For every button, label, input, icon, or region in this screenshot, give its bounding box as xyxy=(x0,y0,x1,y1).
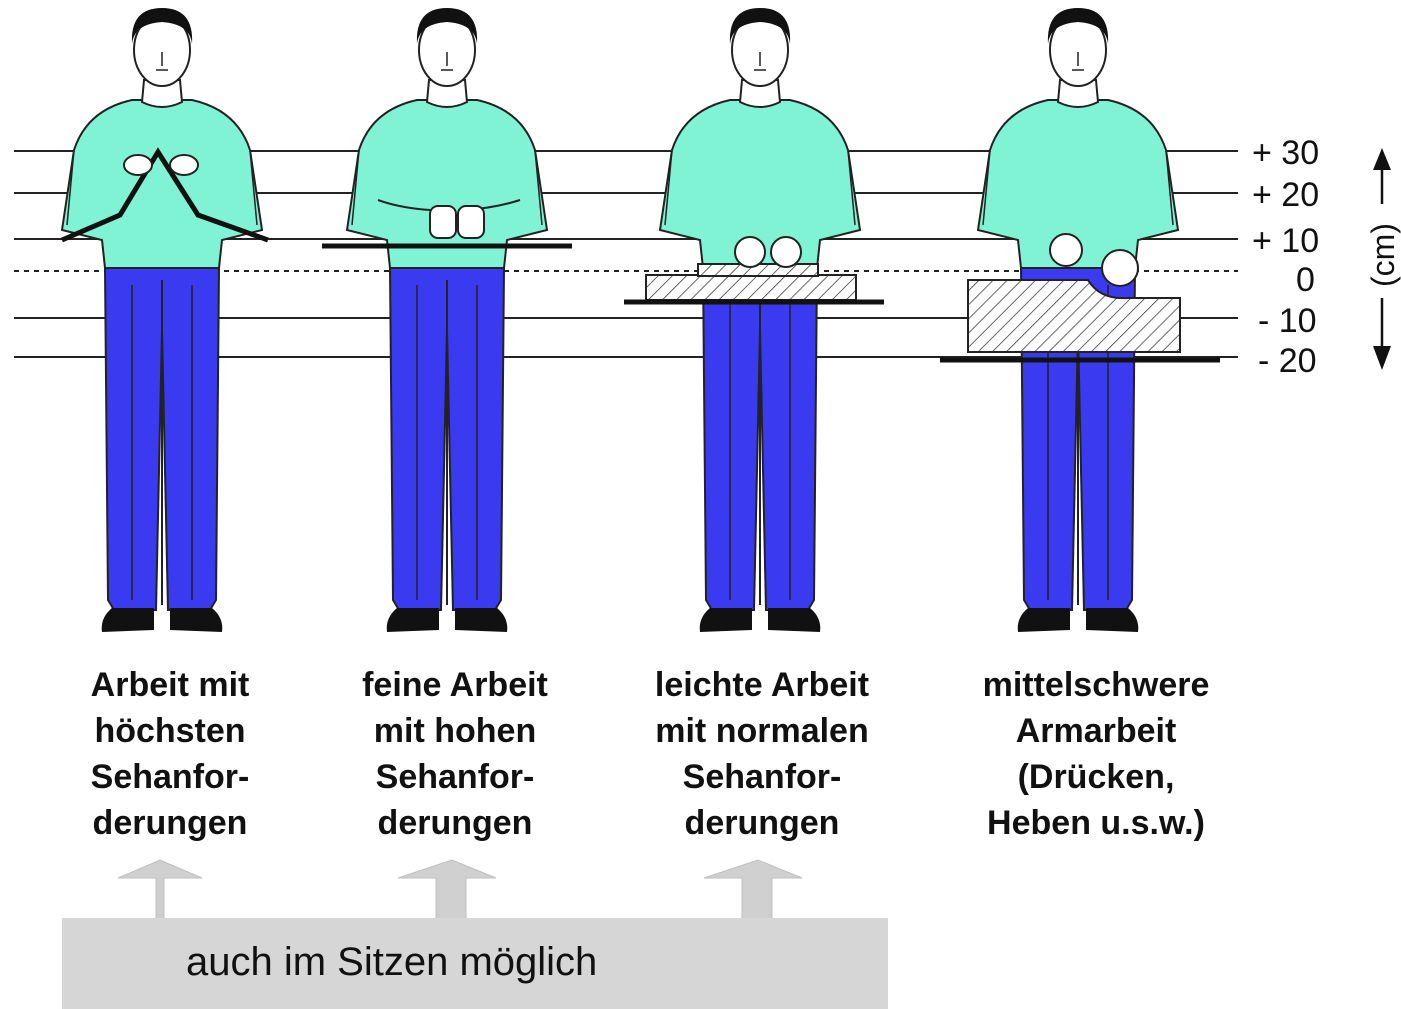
caption-3-line-2: mit normalen xyxy=(632,708,892,754)
caption-column-2: feine Arbeit mit hohen Sehanfor- derunge… xyxy=(325,662,585,846)
worker-figure-2 xyxy=(347,8,547,632)
caption-2-line-4: derungen xyxy=(325,800,585,846)
work-surface-4 xyxy=(940,234,1220,360)
scale-label-plus-10: + 10 xyxy=(1252,222,1319,260)
work-surface-3 xyxy=(624,237,884,302)
caption-1-line-3: Sehanfor- xyxy=(40,754,300,800)
up-arrow-icon-1 xyxy=(118,860,202,922)
up-arrow-icon-3 xyxy=(704,860,802,922)
caption-3-line-1: leichte Arbeit xyxy=(632,662,892,708)
caption-1-line-1: Arbeit mit xyxy=(40,662,300,708)
unit-arrow-down-icon xyxy=(1373,346,1391,370)
unit-arrow-up-icon xyxy=(1373,148,1391,170)
scale-label-minus-10: - 10 xyxy=(1258,302,1317,340)
caption-4-line-2: Armarbeit xyxy=(966,708,1226,754)
unit-axis: (cm) xyxy=(1365,148,1401,370)
caption-1-line-2: höchsten xyxy=(40,708,300,754)
worker-figure-1 xyxy=(62,8,262,632)
scale-label-minus-20: - 20 xyxy=(1258,342,1317,380)
sitting-note-box: auch im Sitzen möglich xyxy=(62,918,888,1009)
caption-2-line-3: Sehanfor- xyxy=(325,754,585,800)
caption-2-line-1: feine Arbeit xyxy=(325,662,585,708)
caption-column-3: leichte Arbeit mit normalen Sehanfor- de… xyxy=(632,662,892,846)
caption-1-line-4: derungen xyxy=(40,800,300,846)
caption-4-line-1: mittelschwere xyxy=(966,662,1226,708)
caption-4-line-4: Heben u.s.w.) xyxy=(966,800,1226,846)
scale-label-zero: 0 xyxy=(1296,261,1315,299)
unit-label: (cm) xyxy=(1365,223,1401,287)
up-arrow-icon-2 xyxy=(398,860,496,922)
caption-4-line-3: (Drücken, xyxy=(966,754,1226,800)
caption-column-1: Arbeit mit höchsten Sehanfor- derungen xyxy=(40,662,300,846)
worker-figure-3 xyxy=(660,8,860,632)
sitting-note-label: auch im Sitzen möglich xyxy=(186,940,597,985)
caption-column-4: mittelschwere Armarbeit (Drücken, Heben … xyxy=(966,662,1226,846)
caption-3-line-3: Sehanfor- xyxy=(632,754,892,800)
sitting-arrows xyxy=(118,860,802,922)
caption-2-line-2: mit hohen xyxy=(325,708,585,754)
height-scale: + 30 + 20 + 10 0 - 10 - 20 xyxy=(1252,134,1319,380)
scale-label-plus-20: + 20 xyxy=(1252,176,1319,214)
caption-3-line-4: derungen xyxy=(632,800,892,846)
scale-label-plus-30: + 30 xyxy=(1252,134,1319,172)
